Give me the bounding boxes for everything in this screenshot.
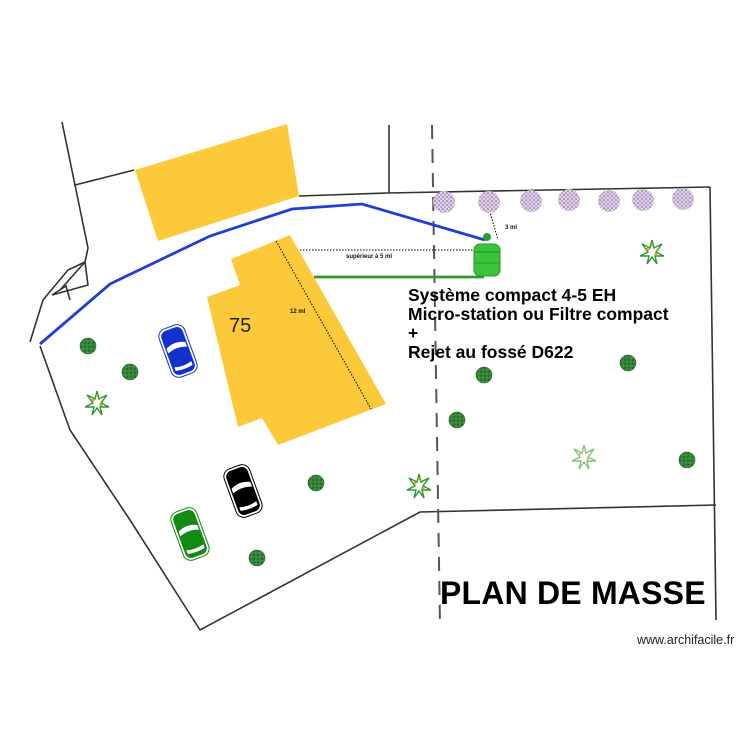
lot-number: 75	[229, 315, 252, 337]
dimension-label-5ml: supérieur à 5 ml	[346, 254, 393, 260]
plan-title: PLAN DE MASSE	[440, 575, 706, 611]
shrubs	[79, 337, 696, 567]
neighbor-building	[135, 124, 299, 241]
car-black	[220, 461, 266, 521]
blue-pipe-line	[39, 202, 486, 346]
credit-link[interactable]: www.archifacile.fr	[637, 633, 735, 647]
main-building-lot-75	[207, 235, 386, 445]
system-note-line-3: +	[408, 323, 419, 343]
treatment-tank	[473, 233, 501, 277]
parcel-boundaries	[29, 121, 717, 632]
system-note-line-1: Système compact 4-5 EH	[408, 285, 617, 305]
system-note: Système compact 4-5 EH Micro-station ou …	[408, 286, 669, 362]
dimension-label-12ml: 12 ml	[290, 309, 306, 315]
car-blue	[155, 321, 201, 381]
dimension-line-12ml	[275, 240, 372, 410]
dimension-label-3ml: 3 ml	[505, 225, 518, 231]
dashed-road-axis	[431, 124, 441, 626]
system-note-line-4: Rejet au fossé D622	[408, 342, 574, 362]
system-note-line-2: Micro-station ou Filtre compact	[408, 304, 669, 324]
car-green	[167, 504, 213, 564]
